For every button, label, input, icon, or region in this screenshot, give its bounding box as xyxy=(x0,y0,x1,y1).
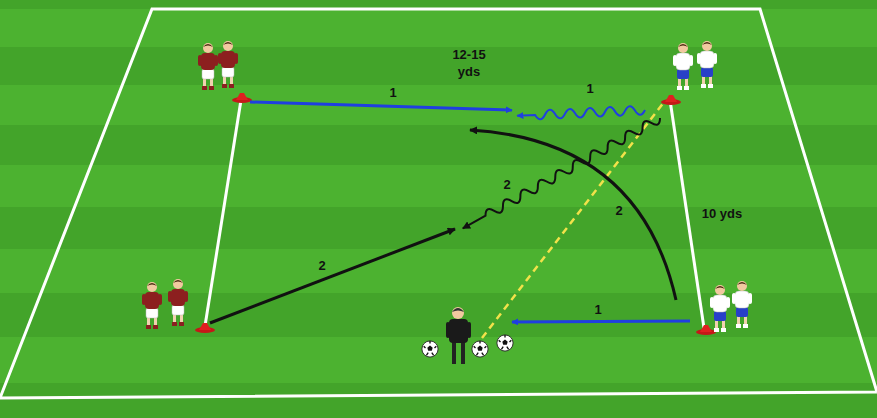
white-player xyxy=(732,281,752,328)
field-boundary xyxy=(0,9,877,398)
white-player xyxy=(673,43,693,90)
grid-line xyxy=(205,100,241,326)
ball xyxy=(497,335,513,351)
ball xyxy=(422,341,438,357)
red-player xyxy=(168,279,188,326)
pass-arrow xyxy=(250,102,512,110)
sequence-number: 1 xyxy=(594,301,601,318)
run-arrow xyxy=(470,130,676,300)
distance-label: 12-15 yds xyxy=(447,46,491,80)
pass-arrow xyxy=(210,229,455,323)
cone xyxy=(195,323,215,333)
cone xyxy=(696,325,716,335)
cone xyxy=(661,95,681,105)
dribble-arrow xyxy=(517,106,645,121)
red-player xyxy=(142,282,162,329)
sequence-number: 2 xyxy=(318,257,325,274)
pass-arrow xyxy=(512,321,690,322)
sequence-number: 1 xyxy=(389,84,396,101)
pass-path xyxy=(482,102,664,338)
coach xyxy=(446,307,471,364)
cone xyxy=(232,93,252,103)
sequence-number: 2 xyxy=(615,202,622,219)
sequence-number: 1 xyxy=(586,80,593,97)
white-player xyxy=(710,285,730,332)
ball xyxy=(472,341,488,357)
red-player xyxy=(218,41,238,88)
sequence-number: 2 xyxy=(503,176,510,193)
red-player xyxy=(198,43,218,90)
distance-label: 10 yds xyxy=(702,205,742,222)
white-player xyxy=(697,41,717,88)
